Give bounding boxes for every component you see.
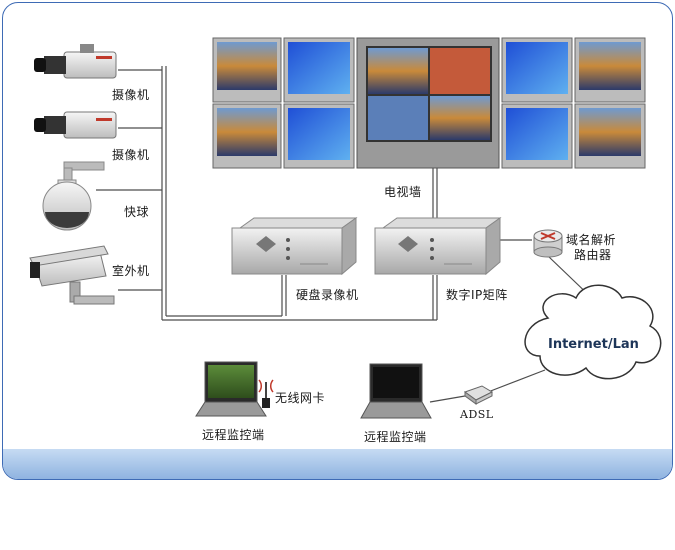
dvr-label: 硬盘录像机 — [296, 288, 359, 302]
adsl-label: ADSL — [460, 408, 494, 421]
tv-wall-label: 电视墙 — [384, 185, 422, 199]
tv-wall-icon — [212, 37, 646, 169]
wireless-card-icon — [258, 379, 274, 408]
panel-footer — [3, 449, 672, 479]
ip-matrix-icon — [374, 217, 502, 276]
camera-2-label: 摄像机 — [112, 148, 150, 162]
router-icon — [533, 229, 563, 258]
speed-dome-icon — [42, 161, 105, 231]
camera-1-label: 摄像机 — [112, 88, 150, 102]
camera-1-icon — [34, 44, 117, 79]
adsl-modem-icon — [463, 385, 494, 405]
ip-matrix-label: 数字IP矩阵 — [446, 288, 508, 302]
router-label-line1: 域名解析 — [566, 233, 617, 247]
remote-client-1-label: 远程监控端 — [202, 428, 265, 442]
dvr-icon — [231, 217, 358, 276]
speed-dome-label: 快球 — [124, 205, 150, 219]
outdoor-camera-label: 室外机 — [112, 264, 150, 278]
remote-client-2-label: 远程监控端 — [364, 430, 427, 444]
laptop-2-icon — [360, 363, 432, 419]
outdoor-camera-icon — [29, 245, 115, 305]
internet-cloud-icon — [524, 284, 662, 380]
wireless-card-label: 无线网卡 — [275, 391, 326, 405]
camera-2-icon — [34, 111, 117, 139]
router-label-line2: 路由器 — [574, 248, 612, 262]
laptop-1-icon — [195, 361, 267, 417]
connection-lines — [96, 66, 597, 403]
cloud-label: Internet/Lan — [548, 337, 639, 352]
